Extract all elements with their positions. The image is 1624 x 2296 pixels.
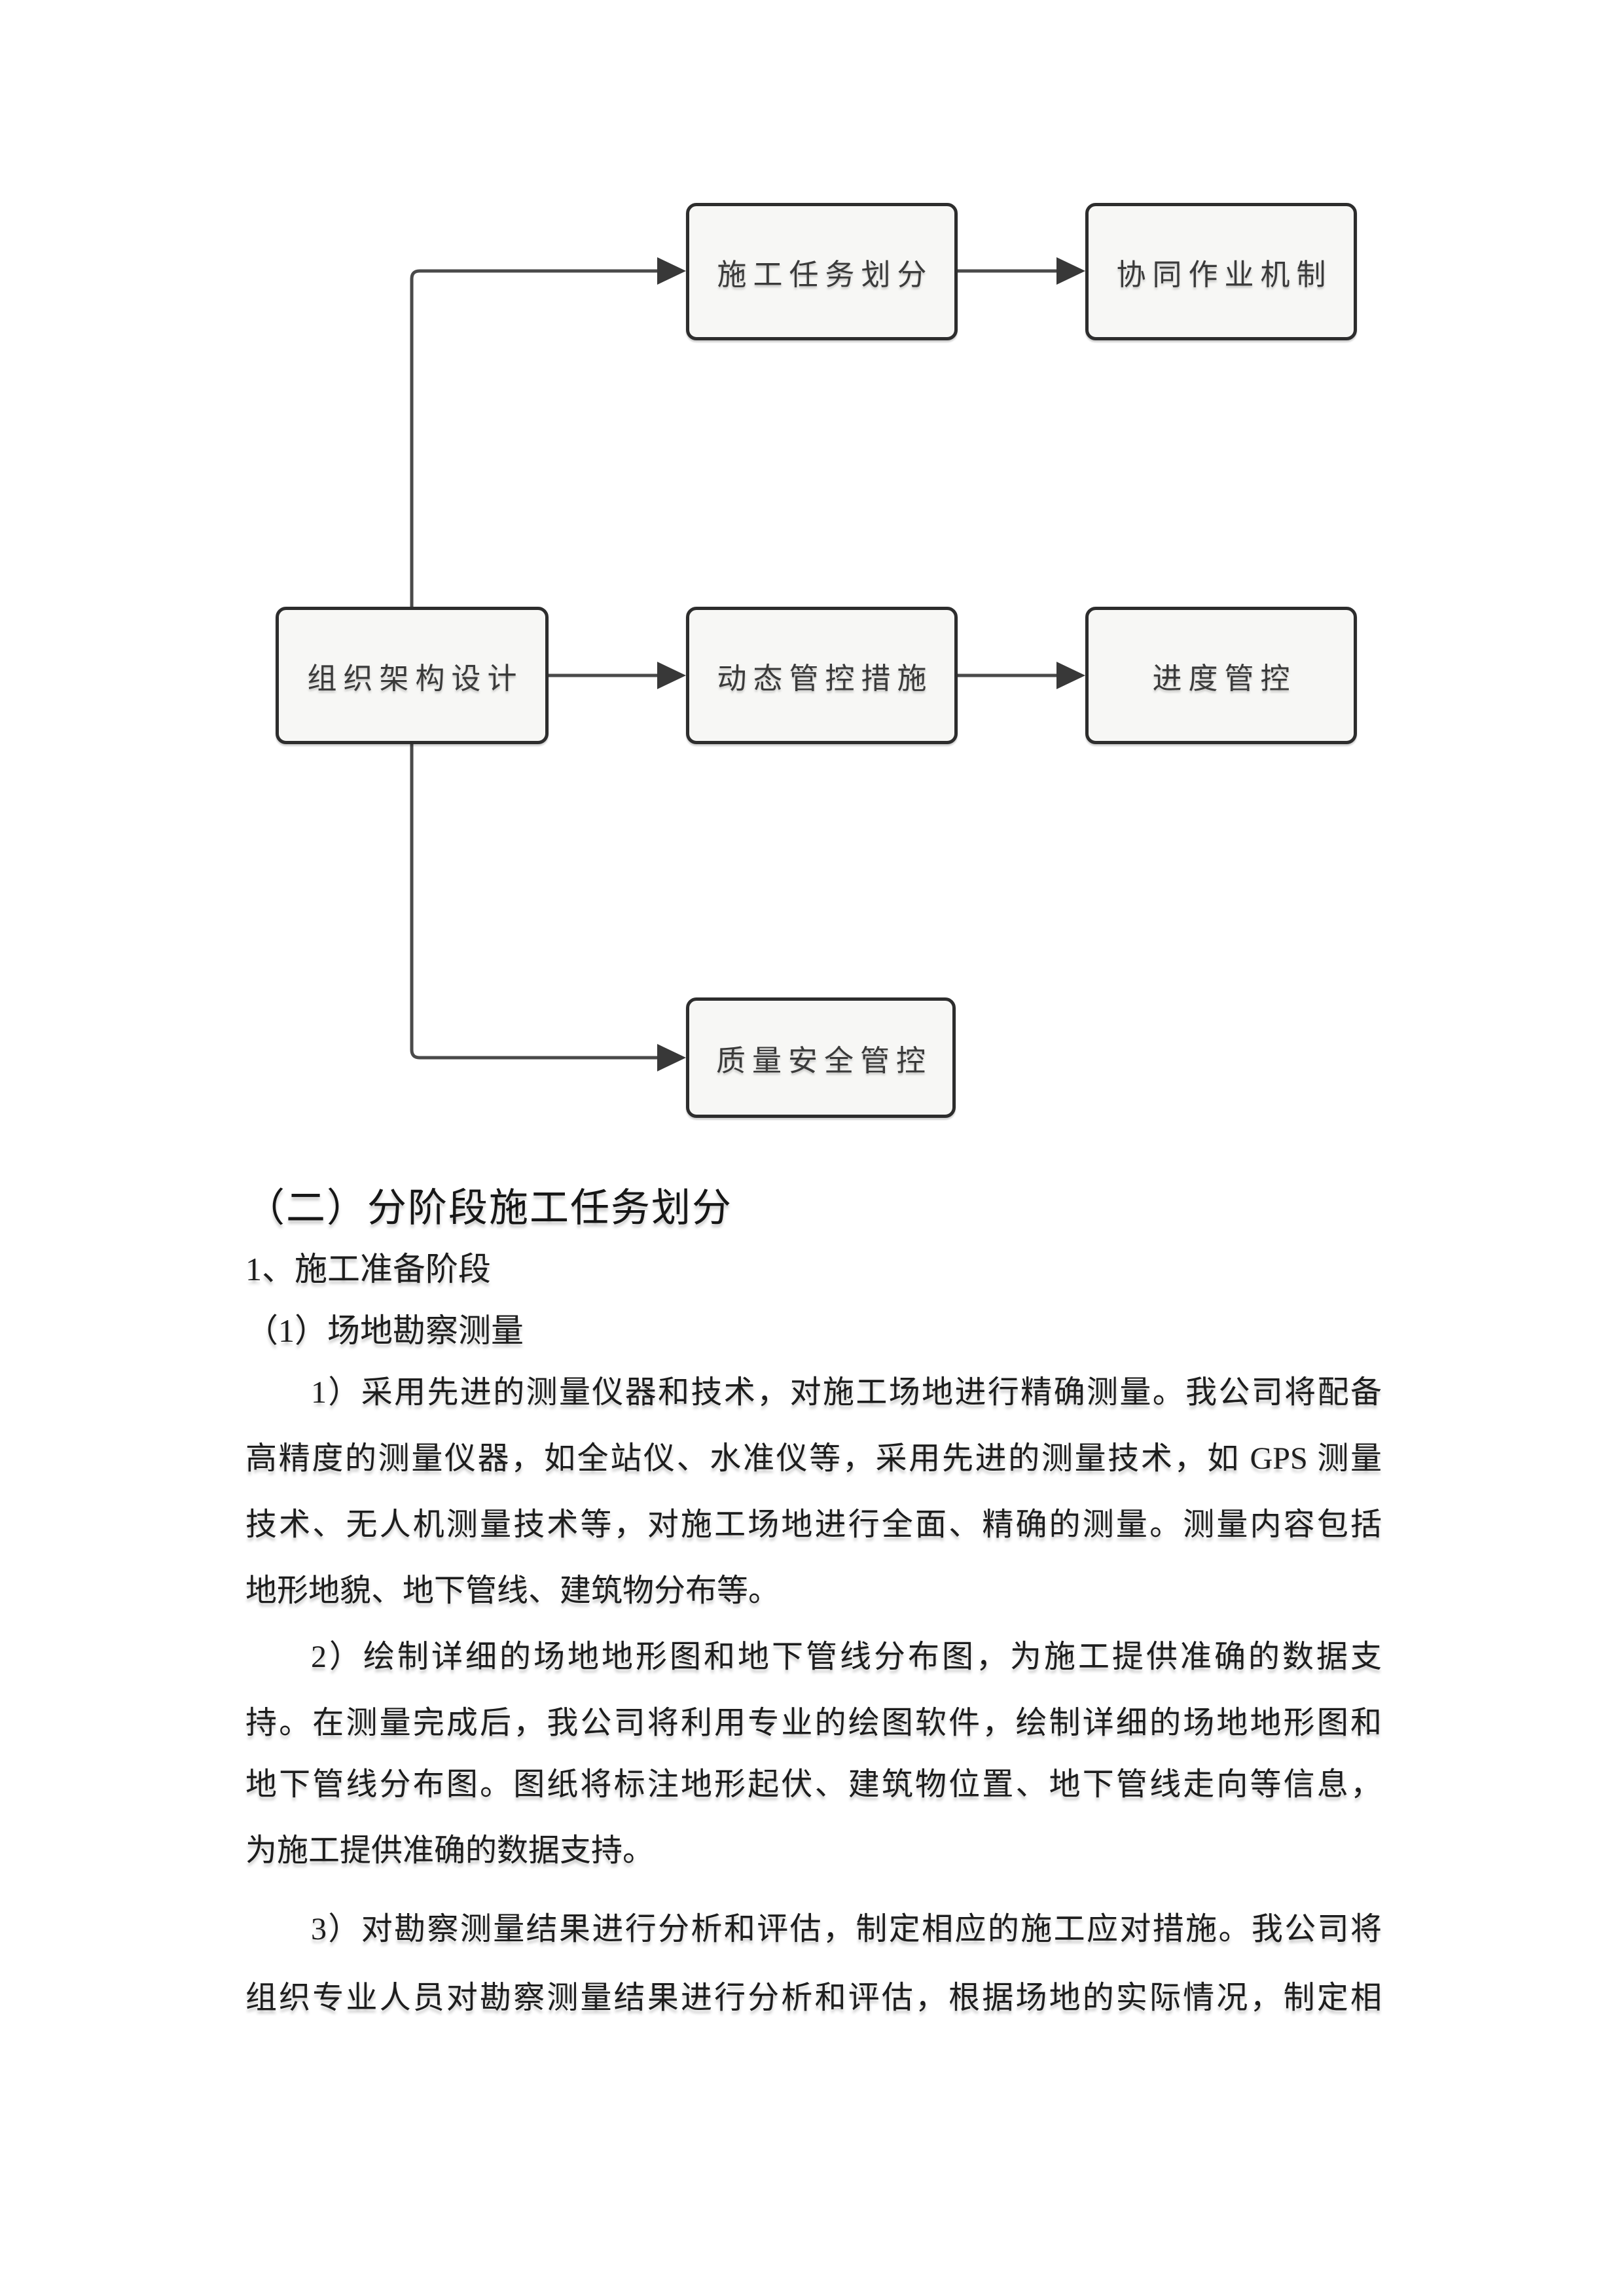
flowchart-node-task-division: 施工任务划分 xyxy=(686,203,958,340)
section-heading: （二）分阶段施工任务划分 xyxy=(245,1187,732,1230)
flowchart: 组织架构设计 施工任务划分 协同作业机制 动态管控措施 进度管控 质量安全管控 xyxy=(276,203,1357,1118)
node-label: 组织架构设计 xyxy=(307,662,524,695)
paragraph-1-line-4: 地形地貌、地下管线、建筑物分布等。 xyxy=(245,1573,780,1608)
subheading-survey: （1）场地勘察测量 xyxy=(245,1312,524,1349)
arrowhead-task xyxy=(657,257,686,285)
flowchart-node-progress-control: 进度管控 xyxy=(1085,607,1357,744)
flowchart-node-org-structure-design: 组织架构设计 xyxy=(276,607,549,744)
paragraph-2-line-2: 持。在测量完成后，我公司将利用专业的绘图软件，绘制详细的场地地形图和 xyxy=(245,1706,1382,1740)
arrowhead-progress xyxy=(1056,662,1085,689)
connector-org-to-task xyxy=(410,269,659,607)
paragraph-1-line-1: 1）采用先进的测量仪器和技术，对施工场地进行精确测量。我公司将配备 xyxy=(311,1375,1382,1410)
subheading-stage: 1、施工准备阶段 xyxy=(245,1251,491,1287)
paragraph-1-line-3: 技术、无人机测量技术等，对施工场地进行全面、精确的测量。测量内容包括 xyxy=(245,1507,1382,1542)
flowchart-connectors xyxy=(410,257,1085,1071)
node-label: 动态管控措施 xyxy=(717,662,933,695)
node-label: 施工任务划分 xyxy=(717,258,933,291)
flowchart-node-collaboration-mechanism: 协同作业机制 xyxy=(1085,203,1357,340)
flowchart-node-quality-safety-control: 质量安全管控 xyxy=(686,997,956,1118)
connector-org-to-quality xyxy=(410,744,659,1060)
node-label: 进度管控 xyxy=(1152,662,1297,695)
node-label: 协同作业机制 xyxy=(1116,258,1333,291)
paragraph-2-line-4: 为施工提供准确的数据支持。 xyxy=(245,1833,655,1868)
paragraph-3-line-1: 3）对勘察测量结果进行分析和评估，制定相应的施工应对措施。我公司将 xyxy=(311,1912,1382,1946)
node-label: 质量安全管控 xyxy=(715,1044,932,1077)
paragraph-3-line-2: 组织专业人员对勘察测量结果进行分析和评估，根据场地的实际情况，制定相 xyxy=(245,1981,1382,2015)
arrowhead-quality xyxy=(657,1044,686,1071)
paragraph-2-line-3: 地下管线分布图。图纸将标注地形起伏、建筑物位置、地下管线走向等信息， xyxy=(245,1767,1382,1802)
arrowhead-dynamic xyxy=(657,662,686,689)
flowchart-node-dynamic-control: 动态管控措施 xyxy=(686,607,958,744)
paragraph-2-line-1: 2）绘制详细的场地地形图和地下管线分布图，为施工提供准确的数据支 xyxy=(311,1640,1382,1674)
paragraph-1-line-2: 高精度的测量仪器，如全站仪、水准仪等，采用先进的测量技术，如 GPS 测量 xyxy=(245,1441,1382,1476)
arrowhead-collab xyxy=(1056,257,1085,285)
